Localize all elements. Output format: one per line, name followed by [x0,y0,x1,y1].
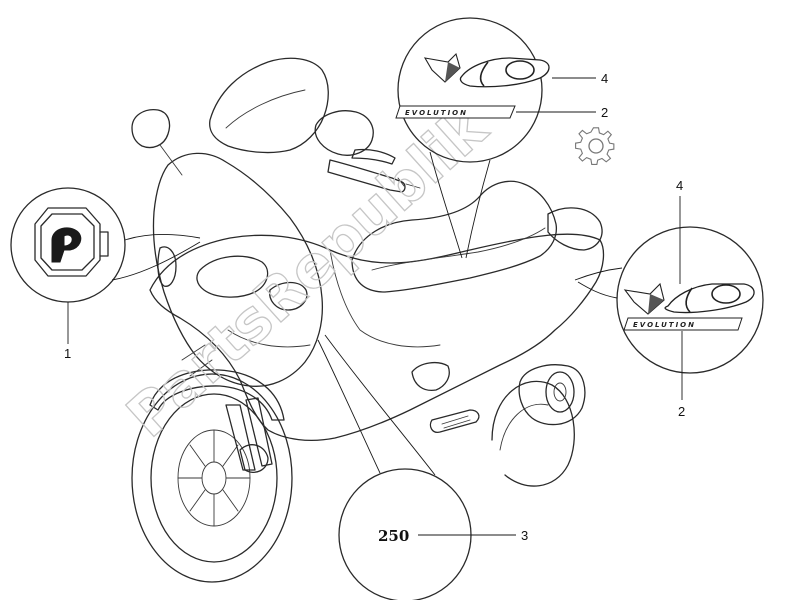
rear-wheel [491,380,575,487]
brake-lever [351,148,396,165]
callout-2-lower: 2 [678,404,685,419]
headlight-side [157,246,177,287]
mirror-left [131,109,171,149]
x9-logo-lower [623,282,755,315]
displacement-decal-text: 250 [378,527,409,545]
callout-4-upper: 4 [601,71,608,86]
mirror-right [314,110,374,156]
evolution-decal-upper: EVOLUTION [395,105,516,119]
headlight-left [196,255,269,298]
gear-icon[interactable] [575,127,615,165]
evolution-upper-text: EVOLUTION [405,109,468,117]
windscreen [209,57,329,154]
backrest [547,207,603,251]
side-vent [411,361,450,392]
piaggio-badge [34,207,109,277]
front-cowl [152,152,324,387]
callout-3: 3 [521,528,528,543]
logo-lower-callout-circle [616,226,764,374]
x9-logo-upper [423,52,550,88]
logo-upper-callout-circle [397,17,543,163]
front-wheel [131,373,293,583]
evolution-lower-text: EVOLUTION [633,321,696,329]
seat [351,180,558,293]
headlight-lower [269,281,308,311]
exhaust [518,364,586,426]
brake-caliper [239,444,269,473]
callout-4-lower: 4 [676,178,683,193]
callout-2-upper: 2 [601,105,608,120]
watermark: PartsRepublik [114,93,501,451]
floor-vent [429,409,480,433]
front-fork [225,397,273,471]
evolution-decal-lower: EVOLUTION [623,317,743,331]
scooter-drawing [131,57,605,583]
handlebar [327,159,406,193]
callout-1: 1 [64,346,71,361]
callout-labels: 1 4 2 4 2 3 [64,71,685,543]
